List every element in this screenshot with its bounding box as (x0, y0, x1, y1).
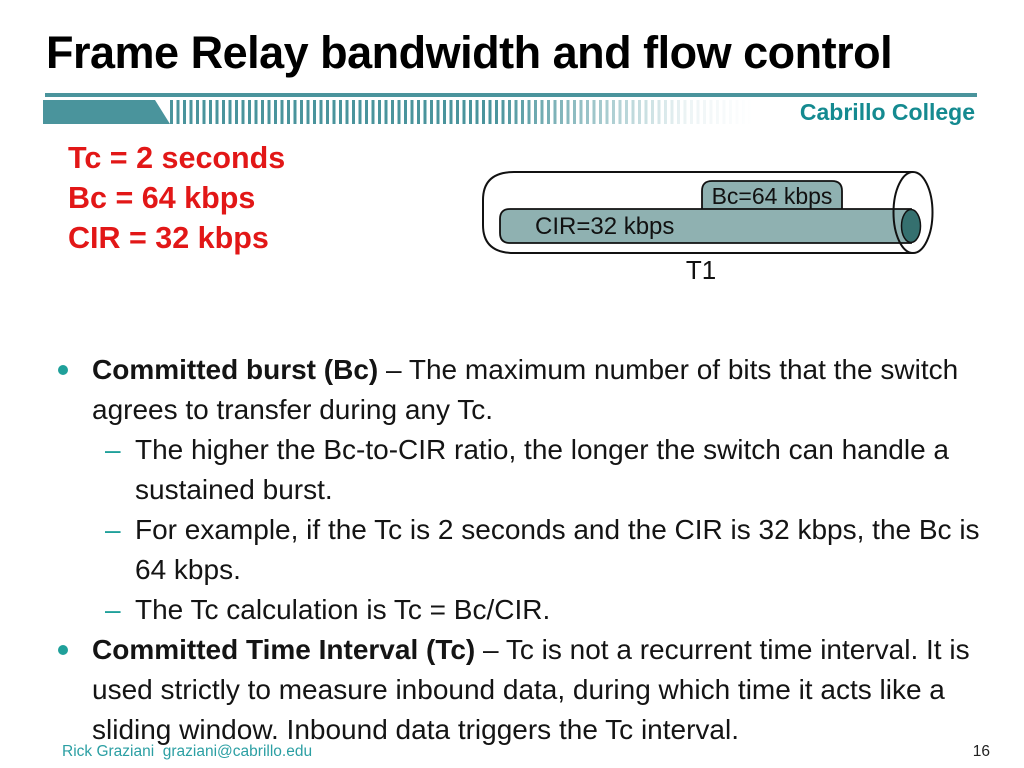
bullet-dot-icon (58, 645, 68, 655)
cir-bar (499, 208, 912, 244)
outer-pipe-outline (482, 171, 913, 254)
sub-bullet-calculation: – The Tc calculation is Tc = Bc/CIR. (105, 590, 990, 630)
sub-bullet-text: The higher the Bc-to-CIR ratio, the long… (135, 434, 949, 505)
dash-marker-icon: – (105, 594, 121, 625)
page-title: Frame Relay bandwidth and flow control (46, 27, 893, 78)
t1-pipe-diagram: Bc=64 kbps CIR=32 kbps T1 (482, 171, 934, 285)
param-tc: Tc = 2 seconds (68, 141, 286, 175)
bullet-list: Committed burst (Bc) – The maximum numbe… (50, 350, 990, 750)
cir-endcap-ellipse (900, 208, 922, 244)
bullet-committed-time-interval: Committed Time Interval (Tc) – Tc is not… (50, 630, 990, 750)
param-cir: CIR = 32 kbps (68, 221, 269, 255)
bullet-definition: – Tc is not a recurrent time interval. I… (92, 634, 970, 745)
sub-bullet-ratio: – The higher the Bc-to-CIR ratio, the lo… (105, 430, 990, 510)
bullet-term: Committed Time Interval (Tc) (92, 634, 476, 665)
dash-marker-icon: – (105, 434, 121, 465)
bullet-definition: – The maximum number of bits that the sw… (92, 354, 959, 425)
parameters-block: Tc = 2 seconds Bc = 64 kbps CIR = 32 kbp… (68, 138, 285, 258)
sub-bullet-text: The Tc calculation is Tc = Bc/CIR. (135, 594, 551, 625)
bc-tab (701, 180, 843, 211)
bullet-term: Committed burst (Bc) (92, 354, 379, 385)
sub-bullet-example: – For example, if the Tc is 2 seconds an… (105, 510, 990, 590)
bullet-committed-burst: Committed burst (Bc) – The maximum numbe… (50, 350, 990, 430)
header-rule (45, 93, 977, 97)
param-bc: Bc = 64 kbps (68, 181, 256, 215)
footer-author: Rick Graziani graziani@cabrillo.edu (62, 743, 313, 760)
header-band-solid (43, 100, 170, 124)
sub-bullet-text: For example, if the Tc is 2 seconds and … (135, 514, 980, 585)
t1-label: T1 (686, 255, 716, 285)
header-band-stripes (170, 100, 758, 124)
brand-name: Cabrillo College (799, 99, 975, 125)
page-number: 16 (972, 743, 990, 760)
bullet-dot-icon (58, 365, 68, 375)
pipe-endcap-ellipse (892, 171, 934, 254)
dash-marker-icon: – (105, 514, 121, 545)
bc-label: Bc=64 kbps (712, 183, 833, 209)
cir-label: CIR=32 kbps (535, 213, 674, 240)
